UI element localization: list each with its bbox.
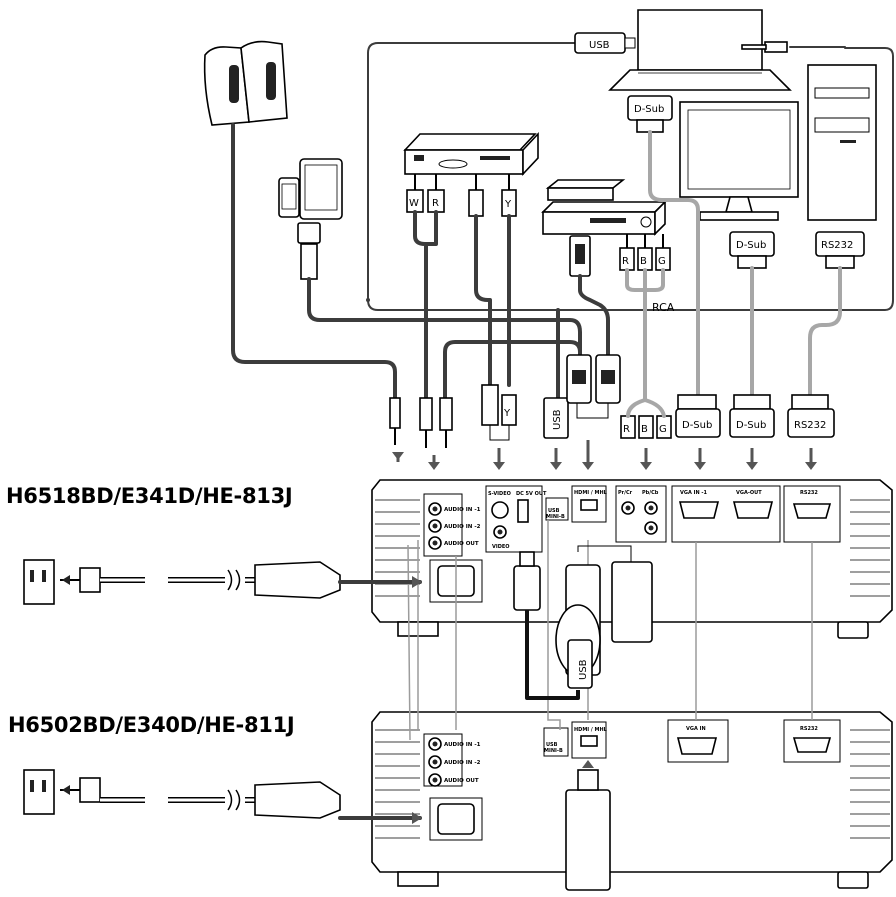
svg-text:RS232: RS232 <box>800 726 818 732</box>
dvd-audio-cable <box>415 212 436 398</box>
svg-text:G: G <box>658 256 666 267</box>
svg-text:Pr/Cr: Pr/Cr <box>618 490 633 496</box>
svg-text:S-VIDEO: S-VIDEO <box>488 491 511 497</box>
svg-text:AUDIO IN -2: AUDIO IN -2 <box>444 524 481 530</box>
model-label-bottom: H6502BD/E340D/HE-811J <box>8 713 294 737</box>
svg-text:VGA IN: VGA IN <box>686 726 706 732</box>
svg-text:D-Sub: D-Sub <box>634 104 664 115</box>
svg-text:D-Sub: D-Sub <box>736 240 766 251</box>
model-label-top: H6518BD/E341D/HE-813J <box>6 484 292 508</box>
svg-text:AUDIO OUT: AUDIO OUT <box>444 778 479 784</box>
svg-text:Pb/Cb: Pb/Cb <box>642 490 659 496</box>
svg-text:AUDIO IN -1: AUDIO IN -1 <box>444 742 481 748</box>
svg-text:VIDEO: VIDEO <box>492 544 510 550</box>
svg-text:MINI-B: MINI-B <box>544 748 563 754</box>
hdmi-dongle-bottom <box>566 790 610 890</box>
svg-text:D-Sub: D-Sub <box>682 420 712 431</box>
video-source-icon <box>543 180 665 234</box>
power-cable-bottom <box>24 770 422 824</box>
svg-text:AUDIO IN -1: AUDIO IN -1 <box>444 507 481 513</box>
mobile-devices-icon <box>279 159 342 219</box>
svg-text:RS232: RS232 <box>794 420 826 431</box>
svg-text:VGA-OUT: VGA-OUT <box>736 490 762 496</box>
rs232-cable <box>810 268 840 395</box>
svg-text:USB: USB <box>589 40 610 51</box>
svg-text:RS232: RS232 <box>821 240 853 251</box>
speakers-icon <box>205 42 287 125</box>
svg-text:HDMI / MHL: HDMI / MHL <box>574 490 608 496</box>
svg-text:USB: USB <box>552 409 563 430</box>
rca-cable <box>627 270 663 400</box>
svg-text:AUDIO OUT: AUDIO OUT <box>444 541 479 547</box>
svg-text:RCA: RCA <box>652 301 675 314</box>
svg-text:B: B <box>640 256 647 267</box>
svg-text:W: W <box>409 198 419 209</box>
svg-text:G: G <box>659 424 667 435</box>
svg-text:Y: Y <box>504 199 512 210</box>
dvd-player-icon <box>405 134 538 174</box>
svg-text:B: B <box>641 424 648 435</box>
svg-text:VGA IN -1: VGA IN -1 <box>680 490 707 496</box>
svg-text:D-Sub: D-Sub <box>736 420 766 431</box>
pc-tower-icon <box>808 65 876 220</box>
svg-text:HDMI / MHL: HDMI / MHL <box>574 727 608 733</box>
svg-text:R: R <box>623 424 630 435</box>
svg-text:AUDIO IN -2: AUDIO IN -2 <box>444 760 481 766</box>
svg-text:USB: USB <box>578 659 589 680</box>
hdmi-source-cable <box>580 276 608 355</box>
projector-bottom: AUDIO IN -1 AUDIO IN -2 AUDIO OUT USB MI… <box>372 712 892 888</box>
svideo-cable <box>476 216 490 385</box>
svg-text:DC 5V OUT: DC 5V OUT <box>516 491 547 497</box>
svg-text:RS232: RS232 <box>800 490 818 496</box>
svg-text:Y: Y <box>503 408 511 419</box>
svg-text:R: R <box>622 256 629 267</box>
power-cable-top <box>24 560 422 604</box>
svg-text:R: R <box>432 198 439 209</box>
laptop-icon <box>610 10 790 90</box>
svg-text:MINI-B: MINI-B <box>546 514 565 520</box>
